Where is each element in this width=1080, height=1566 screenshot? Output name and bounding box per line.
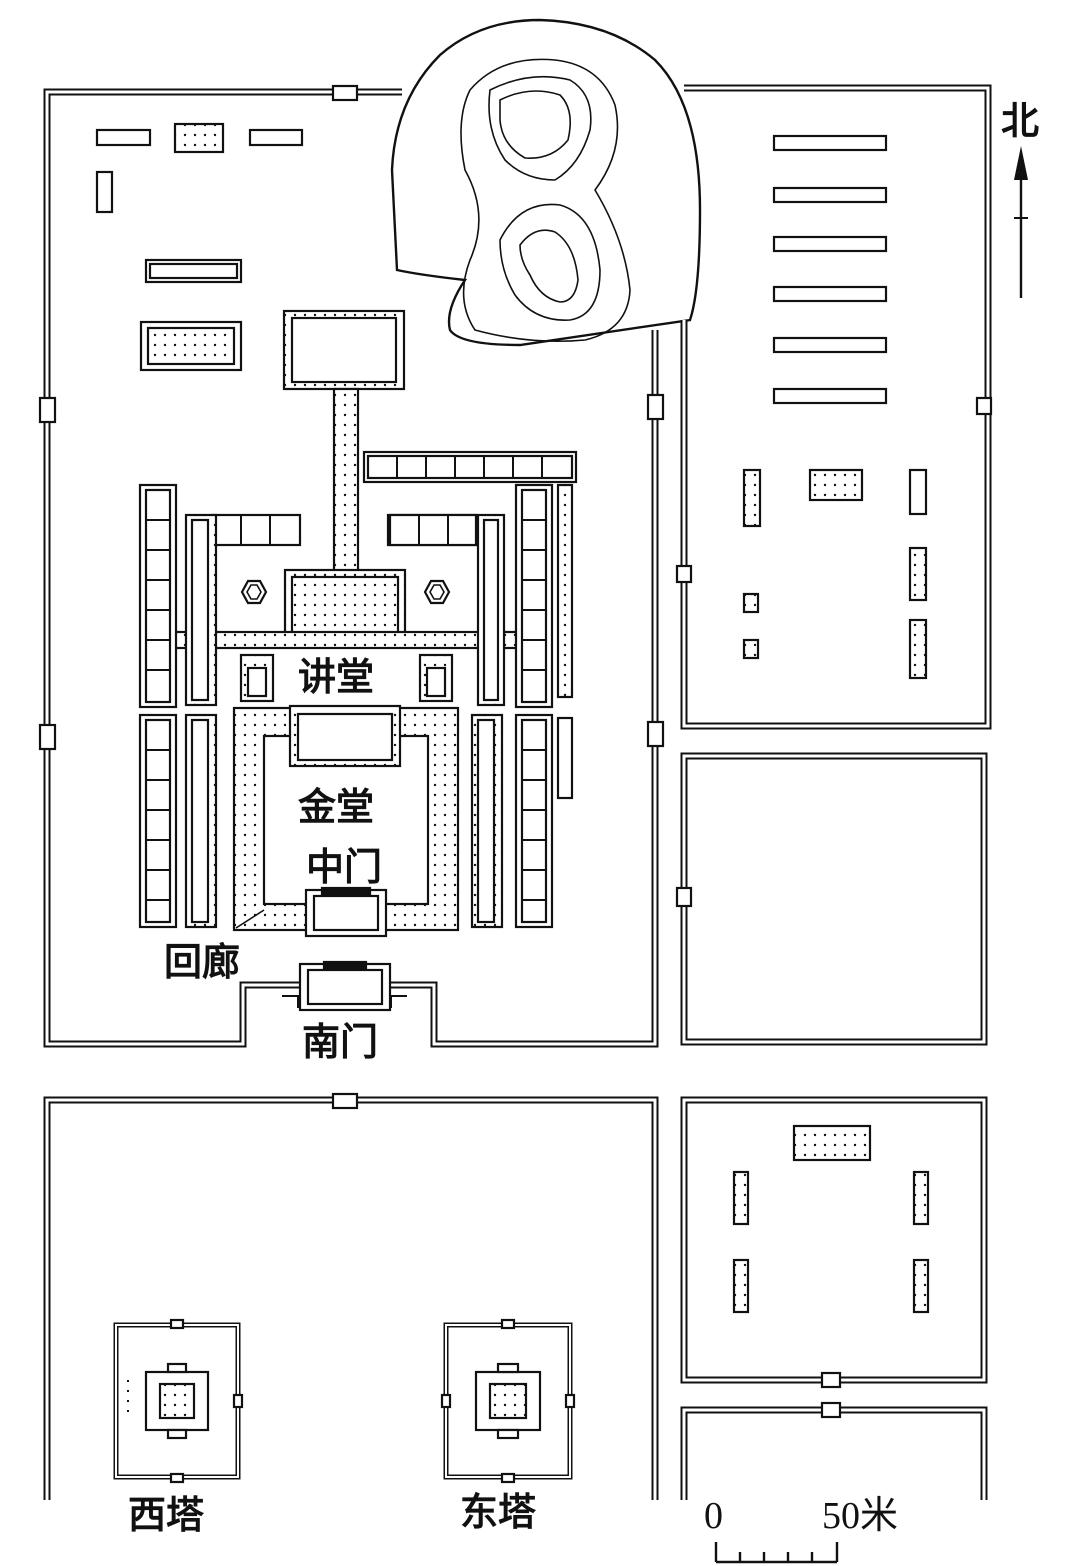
main-compound-wall [38,84,665,1048]
east-pavilion [423,579,451,605]
east-pagoda [440,1318,576,1484]
lecture-hall [290,575,400,642]
scale-zero: 0 [704,1495,723,1537]
northeast-compound [675,84,993,730]
north-label: 北 [1001,98,1039,143]
golden-hall-label: 金堂 [297,784,374,829]
north-gate [331,84,359,102]
west-pagoda [113,1318,244,1484]
southeast-compound [680,1096,988,1500]
east-gate-2 [646,720,665,748]
west-pavilion [240,579,268,605]
east-gate-1 [646,393,665,421]
west-gate-1 [38,396,57,424]
scale-end: 50米 [822,1495,898,1537]
hill-contours [390,18,702,347]
corridor-label: 回廊 [164,939,240,984]
lecture-hall-label: 讲堂 [298,654,374,699]
north-arrow: 北 [1001,98,1039,298]
west-gate-2 [38,723,57,751]
south-gate [282,960,407,1012]
middle-gate-label: 中门 [306,844,382,889]
east-pagoda-label: 东塔 [460,1489,537,1534]
northwest-buildings [95,122,304,372]
west-pagoda-label: 西塔 [128,1492,205,1537]
cloister [138,704,554,938]
lecture-hall-complex [138,309,578,800]
scale-bar: 0 50米 [704,1495,898,1564]
east-middle-compound [675,752,988,1046]
south-gate-label: 南门 [302,1019,378,1064]
south-compound [43,1092,659,1500]
